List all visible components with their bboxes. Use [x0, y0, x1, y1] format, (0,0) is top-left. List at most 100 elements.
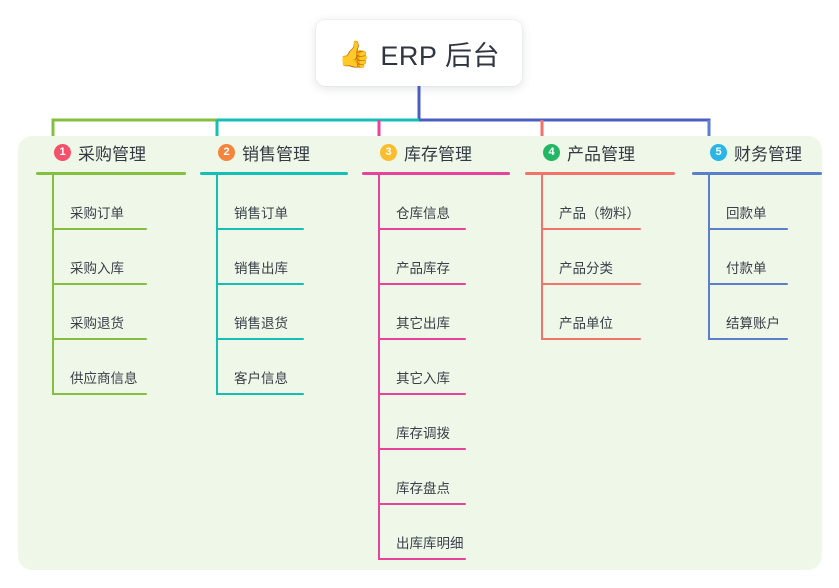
branch-item-rule [378, 338, 466, 340]
branch-items: 回款单付款单结算账户 [692, 175, 822, 340]
branch-number-badge: 2 [218, 143, 235, 161]
branch-item-label: 采购退货 [70, 316, 124, 331]
branch-item-label: 其它出库 [396, 316, 450, 331]
branch-item-label: 付款单 [726, 261, 767, 276]
branch-item-rule [378, 393, 466, 395]
branch-item[interactable]: 客户信息 [200, 340, 348, 395]
branch-item-label: 产品（物料） [559, 206, 640, 221]
branch-item-label: 库存调拨 [396, 426, 450, 441]
branch-item[interactable]: 库存调拨 [362, 395, 510, 450]
branch-item-label: 采购入库 [70, 261, 124, 276]
branch-item-label: 其它入库 [396, 371, 450, 386]
branch-trunk-line [52, 175, 54, 395]
branch-item-rule [708, 283, 788, 285]
branch-header-1[interactable]: 1 采购管理 [36, 136, 186, 168]
branch-item[interactable]: 出库库明细 [362, 505, 510, 560]
branch-item-rule [541, 228, 641, 230]
branch-item-label: 产品分类 [559, 261, 613, 276]
branch-item-rule [52, 283, 147, 285]
branch-item-label: 销售退货 [234, 316, 288, 331]
branch-item-label: 供应商信息 [70, 371, 138, 386]
branch-item-label: 客户信息 [234, 371, 288, 386]
branch-item[interactable]: 销售出库 [200, 230, 348, 285]
branch-items: 销售订单销售出库销售退货客户信息 [200, 175, 348, 395]
root-node-label: ERP 后台 [380, 40, 500, 71]
branch-items: 仓库信息产品库存其它出库其它入库库存调拨库存盘点出库库明细 [362, 175, 510, 560]
branch-item[interactable]: 采购入库 [36, 230, 186, 285]
branch-item-label: 采购订单 [70, 206, 124, 221]
branch-item-rule [378, 283, 466, 285]
branch-item-rule [378, 503, 466, 505]
branch-item-rule [216, 338, 304, 340]
branch-item[interactable]: 供应商信息 [36, 340, 186, 395]
branch-item[interactable]: 销售订单 [200, 175, 348, 230]
branch-item[interactable]: 库存盘点 [362, 450, 510, 505]
branch-underline [200, 172, 348, 175]
branch-columns: 1 采购管理采购订单采购入库采购退货供应商信息 2 销售管理销售订单销售出库销售退货客… [0, 136, 839, 570]
branch-underline [525, 172, 675, 175]
branch-item[interactable]: 仓库信息 [362, 175, 510, 230]
branch-title: 产品管理 [567, 144, 635, 164]
branch-item[interactable]: 产品分类 [525, 230, 675, 285]
thumbs-up-icon: 👍 [338, 39, 371, 69]
branch-number-badge: 1 [54, 143, 71, 161]
branch-item-label: 产品库存 [396, 261, 450, 276]
branch-item-label: 库存盘点 [396, 481, 450, 496]
root-node[interactable]: 👍 ERP 后台 [316, 20, 522, 86]
branch-item[interactable]: 其它入库 [362, 340, 510, 395]
branch-item[interactable]: 结算账户 [692, 285, 822, 340]
branch-items: 产品（物料） 产品分类产品单位 [525, 175, 675, 340]
branch-title: 销售管理 [242, 144, 310, 164]
branch-item-rule [541, 338, 641, 340]
branch-item[interactable]: 其它出库 [362, 285, 510, 340]
branch-item-label: 销售出库 [234, 261, 288, 276]
branch-trunk-line [541, 175, 543, 340]
branch-item-rule [378, 558, 466, 560]
branch-item[interactable]: 产品库存 [362, 230, 510, 285]
branch-item[interactable]: 产品单位 [525, 285, 675, 340]
branch-item[interactable]: 销售退货 [200, 285, 348, 340]
branch-item-rule [52, 228, 147, 230]
branch-header-2[interactable]: 2 销售管理 [200, 136, 348, 168]
branches-panel [18, 136, 822, 570]
branch-item-rule [52, 393, 147, 395]
branch-number-badge: 3 [380, 143, 397, 161]
branch-trunk-line [216, 175, 218, 395]
branch-item-rule [52, 338, 147, 340]
branch-column-2: 2 销售管理销售订单销售出库销售退货客户信息 [200, 136, 348, 395]
branch-item[interactable]: 回款单 [692, 175, 822, 230]
branch-item-rule [378, 228, 466, 230]
branch-header-4[interactable]: 4 产品管理 [525, 136, 675, 168]
branch-item[interactable]: 采购订单 [36, 175, 186, 230]
branch-column-4: 4 产品管理产品（物料） 产品分类产品单位 [525, 136, 675, 340]
branch-item[interactable]: 付款单 [692, 230, 822, 285]
branch-title: 采购管理 [78, 144, 146, 164]
branch-item[interactable]: 产品（物料） [525, 175, 675, 230]
branch-item-rule [541, 283, 641, 285]
branch-item-rule [216, 393, 304, 395]
branch-item-label: 仓库信息 [396, 206, 450, 221]
branch-item-rule [216, 283, 304, 285]
branch-item-label: 销售订单 [234, 206, 288, 221]
branch-trunk-line [708, 175, 710, 340]
branch-item-rule [216, 228, 304, 230]
branch-column-3: 3 库存管理仓库信息产品库存其它出库其它入库库存调拨库存盘点出库库明细 [362, 136, 510, 560]
branch-item-rule [708, 338, 788, 340]
branch-title: 库存管理 [404, 144, 472, 164]
branch-item-label: 结算账户 [726, 316, 780, 331]
branch-underline [362, 172, 510, 175]
branch-trunk-line [378, 175, 380, 560]
branch-underline [36, 172, 186, 175]
branch-item[interactable]: 采购退货 [36, 285, 186, 340]
branch-header-3[interactable]: 3 库存管理 [362, 136, 510, 168]
branch-underline [692, 172, 822, 175]
branch-item-label: 产品单位 [559, 316, 613, 331]
branch-items: 采购订单采购入库采购退货供应商信息 [36, 175, 186, 395]
branch-item-label: 回款单 [726, 206, 767, 221]
branch-item-label: 出库库明细 [396, 536, 464, 551]
branch-number-badge: 4 [543, 143, 560, 161]
branch-item-rule [378, 448, 466, 450]
